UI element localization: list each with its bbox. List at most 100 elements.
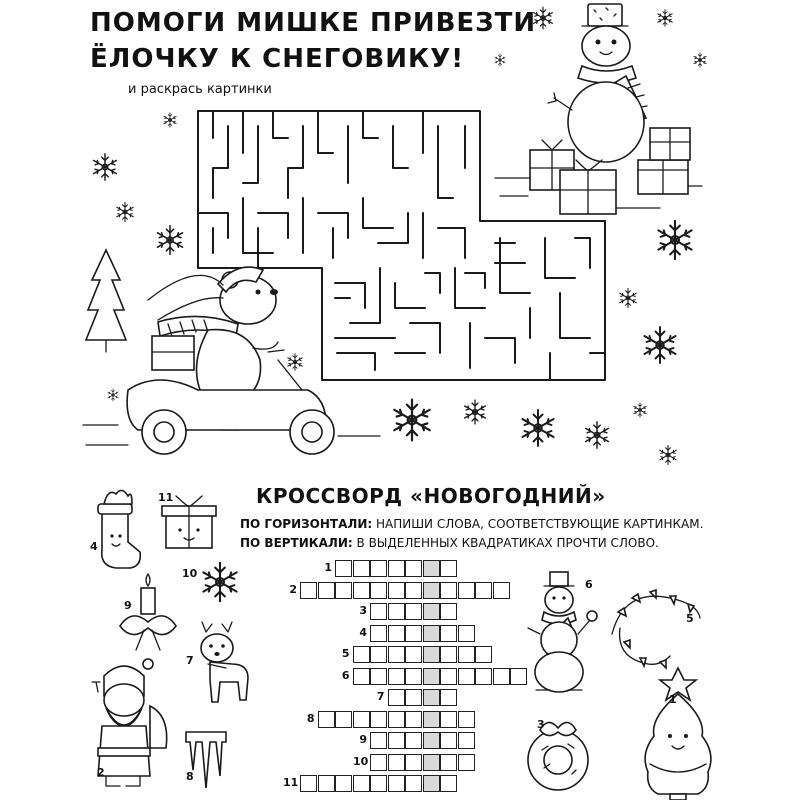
crossword-cell-highlighted[interactable]	[422, 560, 440, 577]
picture-number-5: 5	[686, 612, 694, 625]
picture-number-4: 4	[90, 540, 98, 553]
crossword-cell[interactable]	[317, 710, 335, 728]
crossword-cell[interactable]	[440, 581, 457, 599]
crossword-cell-highlighted[interactable]	[422, 775, 440, 792]
crossword-cell[interactable]	[440, 560, 457, 577]
crossword-cell[interactable]	[405, 624, 422, 642]
crossword-cell[interactable]	[352, 775, 370, 792]
crossword-cell[interactable]	[405, 753, 422, 771]
crossword-cell[interactable]	[370, 581, 387, 599]
crossword-cell[interactable]	[317, 581, 335, 599]
crossword-cell[interactable]	[440, 710, 457, 728]
left-pictures	[91, 489, 238, 789]
crossword-cell[interactable]	[457, 624, 475, 642]
down-text: В ВЫДЕЛЕННЫХ КВАДРАТИКАХ ПРОЧТИ СЛОВО.	[352, 536, 659, 550]
crossword-cell[interactable]	[405, 560, 422, 577]
crossword-cell[interactable]	[387, 710, 405, 728]
crossword-cell[interactable]	[405, 667, 422, 685]
across-label: ПО ГОРИЗОНТАЛИ:	[240, 517, 373, 531]
crossword-cell[interactable]	[387, 603, 405, 620]
crossword-cell[interactable]	[457, 753, 475, 771]
crossword-cell-highlighted[interactable]	[422, 689, 440, 706]
crossword-cell-highlighted[interactable]	[422, 603, 440, 620]
crossword-cell[interactable]	[405, 689, 422, 706]
crossword-cell[interactable]	[457, 581, 475, 599]
picture-number-3: 3	[537, 718, 545, 731]
crossword-cell[interactable]	[352, 560, 370, 577]
crossword-cell[interactable]	[335, 710, 352, 728]
crossword-cell[interactable]	[440, 732, 457, 749]
crossword-cell[interactable]	[387, 753, 405, 771]
down-label: ПО ВЕРТИКАЛИ:	[240, 536, 353, 550]
crossword-cell[interactable]	[440, 753, 457, 771]
crossword-cell[interactable]	[405, 732, 422, 749]
crossword-cell[interactable]	[317, 775, 335, 792]
crossword-cell[interactable]	[352, 667, 370, 685]
crossword-cell-highlighted[interactable]	[422, 624, 440, 642]
crossword-cell[interactable]	[440, 603, 457, 620]
crossword-cell[interactable]	[457, 710, 475, 728]
picture-number-7: 7	[186, 654, 194, 667]
crossword-cell[interactable]	[405, 775, 422, 792]
crossword-cell-highlighted[interactable]	[422, 581, 440, 599]
crossword-cell[interactable]	[370, 732, 387, 749]
crossword-row-number: 2	[289, 582, 297, 596]
crossword-cell[interactable]	[492, 581, 510, 599]
crossword-cell[interactable]	[370, 560, 387, 577]
crossword-cell-highlighted[interactable]	[422, 646, 440, 663]
crossword-cell[interactable]	[387, 624, 405, 642]
right-pictures	[527, 571, 712, 800]
crossword-cell[interactable]	[335, 775, 352, 792]
crossword-cell[interactable]	[335, 560, 352, 577]
crossword-cell[interactable]	[370, 667, 387, 685]
crossword-cell[interactable]	[352, 710, 370, 728]
crossword-cell[interactable]	[440, 667, 457, 685]
crossword-row-number: 6	[341, 668, 350, 682]
crossword-cell[interactable]	[370, 775, 387, 792]
crossword-cell-highlighted[interactable]	[422, 710, 440, 728]
crossword-cell[interactable]	[352, 581, 370, 599]
crossword-cell[interactable]	[370, 710, 387, 728]
crossword-cell[interactable]	[387, 732, 405, 749]
crossword-cell[interactable]	[492, 667, 510, 685]
crossword-cell[interactable]	[440, 689, 457, 706]
crossword-cell[interactable]	[405, 646, 422, 663]
crossword-cell-highlighted[interactable]	[422, 753, 440, 771]
crossword-cell[interactable]	[475, 581, 492, 599]
crossword-row-number: 7	[376, 690, 385, 703]
wreath-picture	[527, 721, 589, 791]
crossword-cell[interactable]	[457, 646, 475, 663]
crossword-cell[interactable]	[457, 732, 475, 749]
crossword-cell[interactable]	[300, 581, 317, 599]
crossword-cell-highlighted[interactable]	[422, 732, 440, 749]
crossword-cell[interactable]	[370, 646, 387, 663]
crossword-cell[interactable]	[440, 624, 457, 642]
candle-picture	[119, 573, 177, 651]
christmas-tree-picture	[644, 666, 712, 800]
across-text: НАПИШИ СЛОВА, СООТВЕТСТВУЮЩИЕ КАРТИНКАМ.	[372, 517, 704, 531]
crossword-cell[interactable]	[510, 667, 527, 685]
crossword-cell[interactable]	[405, 581, 422, 599]
crossword-cell[interactable]	[352, 646, 370, 663]
crossword-cell[interactable]	[387, 581, 405, 599]
crossword-cell[interactable]	[475, 646, 492, 663]
crossword-cell[interactable]	[440, 646, 457, 663]
crossword-cell[interactable]	[440, 775, 457, 792]
crossword-cell[interactable]	[370, 624, 387, 642]
crossword-cell[interactable]	[370, 753, 387, 771]
crossword-cell[interactable]	[370, 603, 387, 620]
across-instruction: ПО ГОРИЗОНТАЛИ: НАПИШИ СЛОВА, СООТВЕТСТВ…	[240, 517, 703, 531]
crossword-cell[interactable]	[457, 667, 475, 685]
crossword-cell[interactable]	[405, 710, 422, 728]
crossword-cell[interactable]	[387, 646, 405, 663]
crossword-cell[interactable]	[300, 775, 317, 792]
crossword-cell[interactable]	[405, 603, 422, 620]
crossword-cell[interactable]	[387, 667, 405, 685]
crossword-cell[interactable]	[475, 667, 492, 685]
crossword-cell[interactable]	[387, 560, 405, 577]
crossword-cell[interactable]	[335, 581, 352, 599]
crossword-cell[interactable]	[387, 775, 405, 792]
crossword-cell-highlighted[interactable]	[422, 667, 440, 685]
crossword-cell[interactable]	[387, 689, 405, 706]
